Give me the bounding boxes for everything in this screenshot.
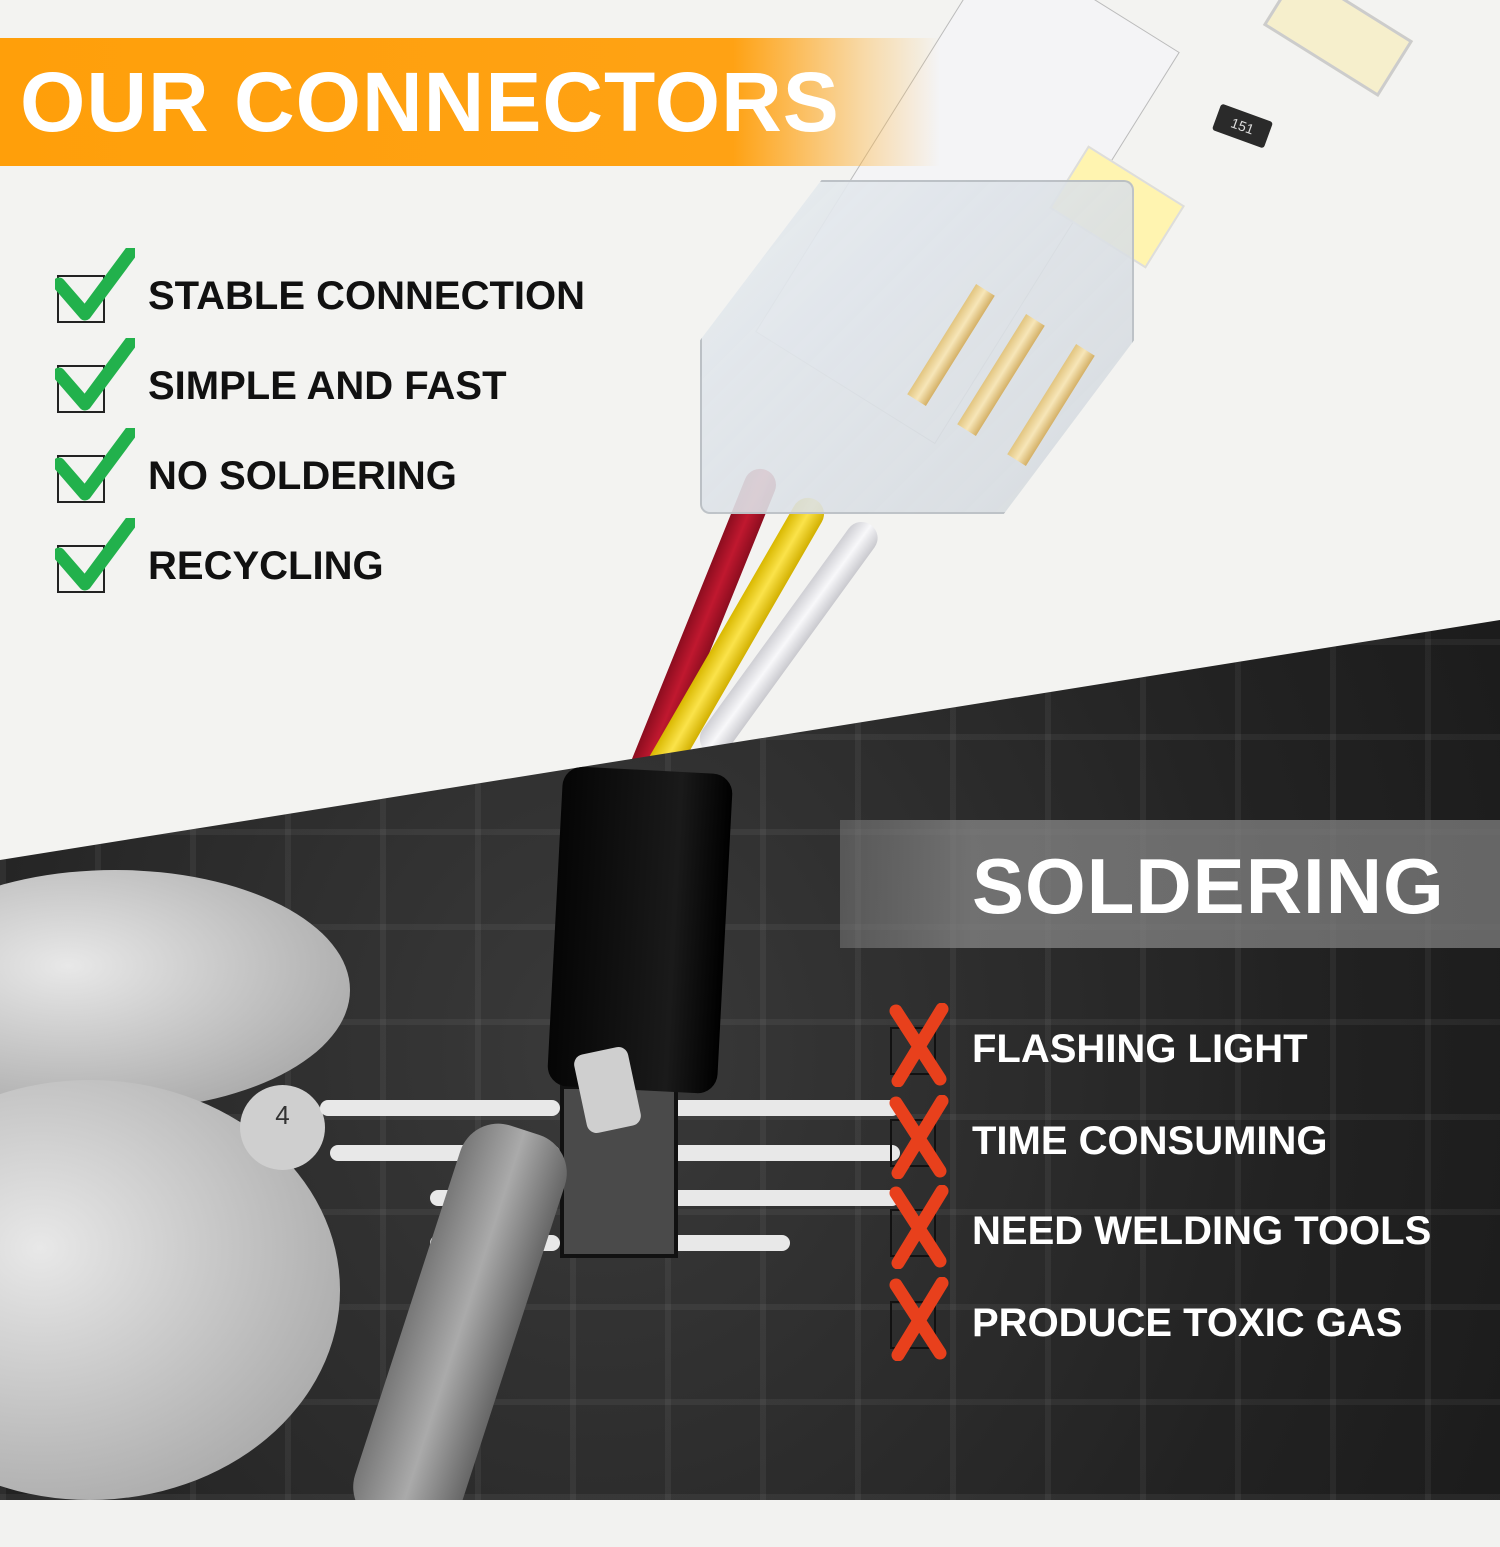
con-label: FLASHING LIGHT [972, 1027, 1308, 1071]
check-icon [55, 248, 135, 321]
soldering-banner [840, 820, 1500, 948]
con-item: NEED WELDING TOOLS [888, 1185, 1488, 1277]
check-icon [55, 338, 135, 411]
pcb-trace [670, 1190, 900, 1206]
pro-item: STABLE CONNECTION [55, 248, 655, 350]
check-icon [55, 518, 135, 591]
con-item: TIME CONSUMING [888, 1095, 1488, 1187]
x-icon [889, 1095, 949, 1179]
pro-item: SIMPLE AND FAST [55, 338, 655, 440]
con-label: PRODUCE TOXIC GAS [972, 1301, 1403, 1345]
x-icon [889, 1277, 949, 1361]
pcb-trace [670, 1145, 900, 1161]
pro-item: RECYCLING [55, 518, 655, 620]
pcb-trace [670, 1235, 790, 1251]
soldering-iron [546, 765, 734, 1095]
con-label: TIME CONSUMING [972, 1119, 1328, 1163]
x-icon [889, 1003, 949, 1087]
pcb-trace [320, 1100, 560, 1116]
check-icon [55, 428, 135, 501]
pro-label: SIMPLE AND FAST [148, 364, 507, 408]
title-banner [0, 38, 940, 166]
pcb-trace [670, 1100, 900, 1116]
con-item: FLASHING LIGHT [888, 1003, 1488, 1095]
pro-label: RECYCLING [148, 544, 384, 588]
pro-label: NO SOLDERING [148, 454, 457, 498]
finger [0, 870, 350, 1110]
con-label: NEED WELDING TOOLS [972, 1209, 1432, 1253]
pro-label: STABLE CONNECTION [148, 274, 586, 318]
capacitor: 4 [240, 1085, 325, 1170]
page-title: OUR CONNECTORS [20, 55, 840, 149]
solder-wire [342, 1113, 578, 1500]
pro-item: NO SOLDERING [55, 428, 655, 530]
soldering-photo: 4 [0, 765, 900, 1500]
section-title: SOLDERING [972, 842, 1445, 930]
x-icon [889, 1185, 949, 1269]
con-item: PRODUCE TOXIC GAS [888, 1277, 1488, 1369]
